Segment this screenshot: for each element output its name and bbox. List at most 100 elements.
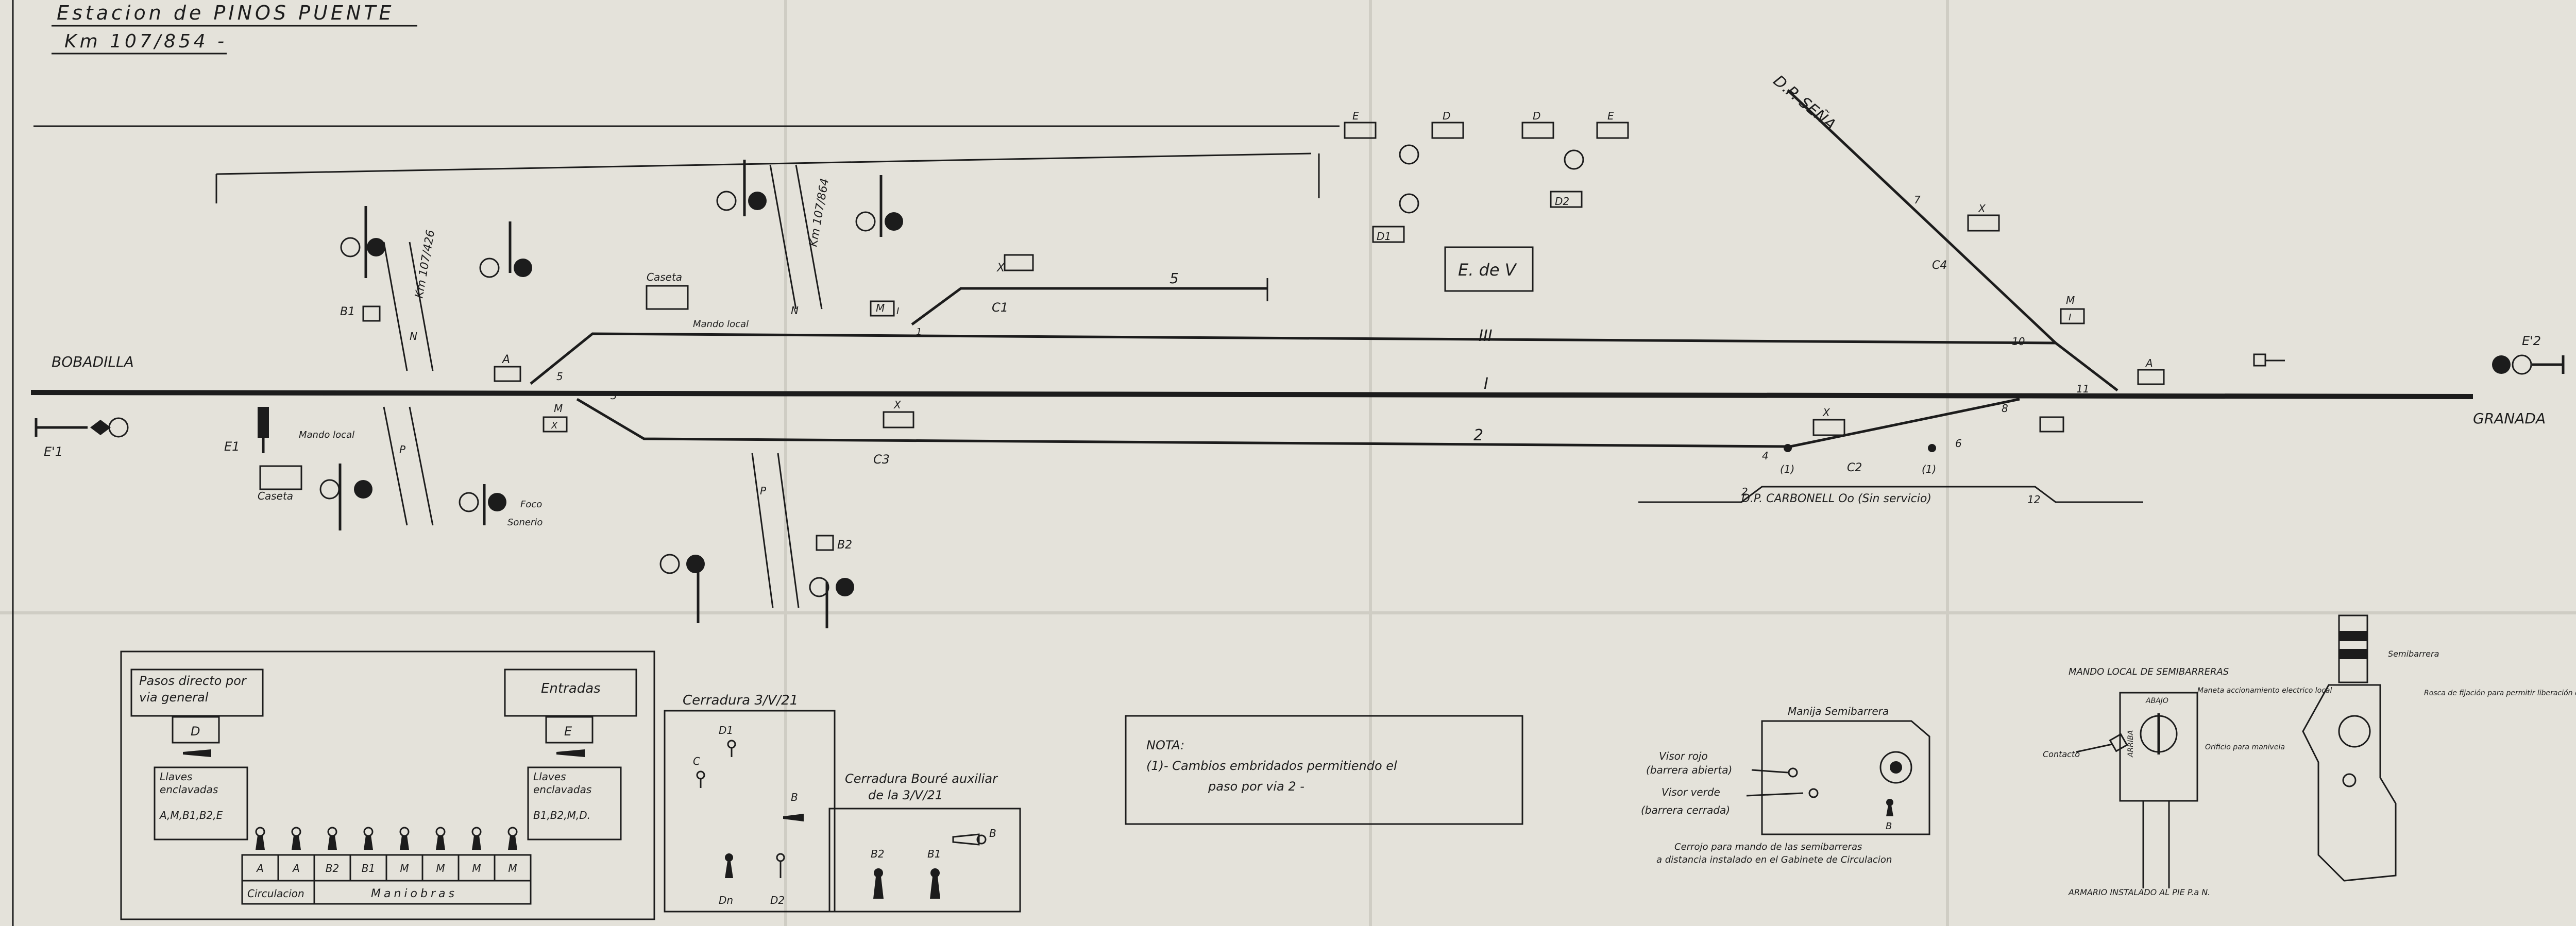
track-III [530,332,2119,391]
circulacion-label: Circulacion [247,887,304,900]
signal-C2: C2 [1847,461,1862,474]
signal-E1-label: E'1 [44,444,63,459]
signal-M-box: M [876,302,885,314]
signal-box [1596,122,1629,139]
lever-row [255,827,518,850]
edev-label: E. de V [1458,260,1517,280]
wire-line [216,152,1312,175]
signal-A-right: A [2145,357,2153,369]
lever-cell-label: M [436,862,445,874]
manija-box [1761,720,1930,835]
llaves-right-box [527,766,622,841]
edev-building [1444,246,1534,292]
caseta-bottom-building [259,465,302,490]
manija-title: Manija Semibarrera [1788,705,1889,717]
signal-box [816,535,834,551]
mando-top: Mando local [693,319,749,330]
signal-E2-icon [2492,354,2565,375]
lever-icon [255,827,265,850]
signal-D-top1: D [1443,110,1450,122]
key-d: D [191,724,200,739]
signal-box [1344,122,1377,139]
manija-verde1: Visor verde [1662,786,1720,798]
key-icon [556,749,585,757]
lock-icon [776,853,785,878]
switch-4: 4 [1762,450,1769,462]
track-label-2: 2 [1473,426,1483,444]
station-title: Estacion de PINOS PUENTE [57,2,394,24]
llaves-right: Llaves [533,770,566,783]
caseta-top: Caseta [647,271,682,283]
key-icon [783,814,804,821]
mando-armario: ARMARIO INSTALADO AL PIE P.a N. [2068,887,2210,897]
signal-box [2060,308,2085,324]
signal-box [543,416,568,433]
manija-b: B [1886,821,1892,832]
manija-rojo2: (barrera abierta) [1646,764,1732,776]
signal-I-box2: I [2069,312,2071,323]
leader-line [1751,769,1788,774]
main-track-I [30,390,2473,399]
mando-semibarrera: Semibarrera [2388,649,2439,659]
boure-title2: de la 3/V/21 [868,788,943,802]
track-2 [576,398,2020,448]
lever-icon [291,827,301,850]
signal-post-icon [2253,353,2285,367]
cerradura-title: Cerradura 3/V/21 [683,693,798,708]
cerradura-c: C [693,755,700,767]
signal-X2: X [551,420,558,431]
signal-E-top1: E [1352,110,1359,122]
llaves-left-box [154,766,248,841]
manija-cerrojo2: a distancia instalado en el Gabinete de … [1656,854,1892,865]
track-label-III: III [1479,327,1493,345]
signal-B1: B1 [340,305,355,318]
visor-verde-icon [1808,788,1819,798]
signal-X4: X [1822,406,1831,419]
signal-X1: X [996,262,1005,275]
mando-local-title: MANDO LOCAL DE SEMIBARRERAS [2069,666,2229,677]
mando-rosca: Rosca de fijación para permitir liberaci… [2424,689,2576,697]
signal-M-left: M [554,402,563,415]
signal-box [1967,214,2000,232]
manija-rojo1: Visor rojo [1659,750,1708,762]
signal-box [870,300,895,317]
cells-caption [241,880,532,905]
signal-E1-icon [35,417,129,438]
key-e-box [545,716,594,744]
caseta-top-building [646,285,689,310]
place-bobadilla: BOBADILLA [52,353,134,370]
lock-icon [1886,799,1893,816]
switch-10: 10 [2012,335,2025,348]
foco-label: Foco [520,499,542,510]
km-label-a: Km 107/426 [413,229,437,299]
boure-b: B [989,827,996,839]
keys-left: A,M,B1,B2,E [159,809,223,821]
switch-2: 2 [1741,486,1748,498]
track-label-5: 5 [1170,270,1179,287]
signal-lamp-icon [1399,193,1419,214]
cerradura-d2: D2 [770,894,785,906]
switch-1: 1 [916,327,922,337]
lever-icon [363,827,374,850]
km-post-a [409,242,434,371]
signal-lamp-icon [459,484,506,525]
selector-knob-icon [2140,713,2178,754]
sonerio-label: Sonerio [507,517,543,528]
lever-icon [435,827,446,850]
sign-N2: N [791,304,799,317]
manija-cerrojo1: Cerrojo para mando de las semibarreras [1674,842,1862,852]
signal-lamp-icon [1399,144,1419,165]
pasos-title2: via general [139,690,209,705]
entradas-title: Entradas [541,681,601,696]
signal-C4: C4 [1932,259,1947,272]
station-km: Km 107/854 - [64,31,227,52]
lever-cell-label: A [292,862,300,874]
nota-line2: paso por via 2 - [1208,779,1304,794]
sign-N: N [410,330,417,342]
track-label-7: 7 [1914,194,1921,206]
place-dp-sena: D.P. SEÑA [1770,72,1839,134]
signal-C3: C3 [873,452,890,467]
signal-lamp-icon [319,464,372,530]
lock-icon [696,770,705,788]
